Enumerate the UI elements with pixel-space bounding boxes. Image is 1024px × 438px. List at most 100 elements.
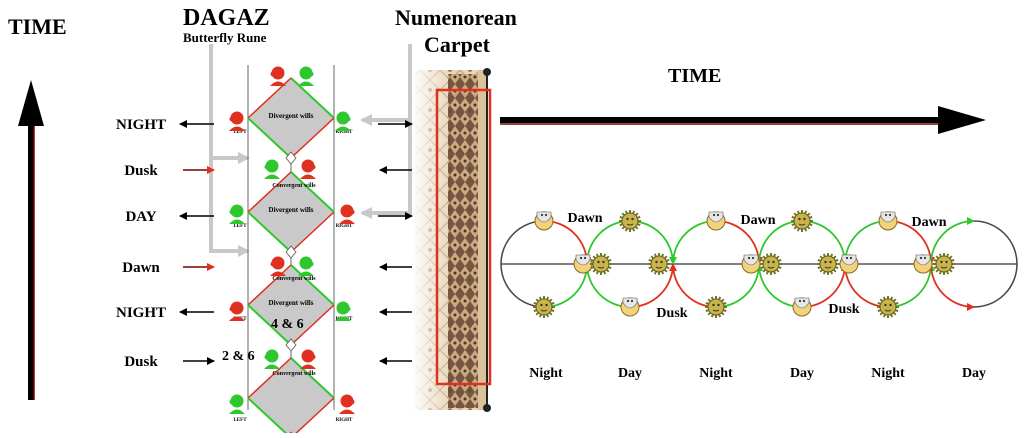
person-head-icon	[229, 301, 245, 321]
diamond-joint	[285, 151, 297, 165]
sun-icon	[877, 296, 899, 318]
sun-icon	[648, 253, 670, 275]
cycle-arc-red	[930, 263, 975, 311]
convergent-wills-label: Convergent wills	[272, 183, 316, 189]
annotation-2-and-6: 2 & 6	[222, 349, 255, 364]
sun-icon	[533, 296, 555, 318]
right-side-label: RIGHT	[336, 418, 353, 423]
person-head-icon	[300, 159, 316, 179]
diamond-edge-red	[290, 397, 335, 438]
sun-icon	[791, 210, 813, 232]
person-head-icon	[229, 394, 245, 414]
sun-icon	[590, 253, 612, 275]
sun-icon	[705, 296, 727, 318]
left-time-arrow	[18, 80, 44, 400]
carpet-title-line2: Carpet	[424, 32, 491, 57]
dawn-label: Dawn	[567, 211, 602, 226]
diamond-shape	[247, 357, 335, 438]
carpet-highlight-box	[435, 88, 492, 386]
diamond-edge-green	[290, 357, 335, 399]
sun-icon	[817, 253, 839, 275]
diamond-edge-green	[290, 171, 335, 213]
diamond-edge-red	[247, 264, 292, 306]
row-label: Dusk	[124, 354, 158, 370]
person-head-icon	[270, 256, 286, 276]
person-head-icon	[298, 256, 314, 276]
divergent-wills-label: Divergent wills	[269, 206, 314, 214]
dusk-label: Dusk	[828, 302, 859, 317]
phase-label: Day	[618, 366, 642, 381]
sun-icon	[760, 253, 782, 275]
divergent-wills-label: Divergent wills	[269, 299, 314, 307]
row-label: DAY	[125, 209, 156, 225]
moon-icon	[741, 254, 761, 274]
cycle-circle-arc	[500, 220, 545, 308]
phase-label: Day	[962, 366, 986, 381]
sun-icon	[933, 253, 955, 275]
carpet-arrows	[378, 120, 413, 365]
phase-label: Day	[790, 366, 814, 381]
cycle-arc-green	[930, 217, 975, 265]
carpet-image	[412, 68, 492, 412]
annotation-4-and-6: 4 & 6	[271, 317, 304, 332]
moon-icon	[913, 254, 933, 274]
left-time-title: TIME	[8, 14, 67, 39]
person-head-icon	[339, 394, 355, 414]
convergent-wills-label: Convergent wills	[272, 371, 316, 377]
person-head-icon	[335, 111, 351, 131]
person-head-icon	[264, 349, 280, 369]
person-head-icon	[335, 301, 351, 321]
sun-icon	[619, 210, 641, 232]
diamond-edge-green	[290, 77, 335, 119]
phase-label: Night	[529, 366, 563, 381]
row-label: NIGHT	[116, 305, 166, 321]
dusk-label: Dusk	[656, 306, 687, 321]
moon-icon	[878, 211, 898, 231]
diamond-edge-green	[247, 211, 292, 253]
convergent-wills-label: Convergent wills	[272, 276, 316, 282]
diamond-edge-red	[247, 171, 292, 213]
dagaz-subtitle: Butterfly Rune	[183, 30, 267, 45]
diamond-edge-red	[290, 304, 335, 346]
divergent-wills-label: Divergent wills	[269, 112, 314, 120]
diamond-joint	[285, 338, 297, 352]
rune-heads	[229, 66, 355, 414]
moon-icon	[839, 254, 859, 274]
moon-icon	[706, 211, 726, 231]
right-time-title: TIME	[668, 65, 721, 87]
person-head-icon	[229, 111, 245, 131]
diamond-edge-green	[247, 304, 292, 346]
diamond-edge-red	[290, 117, 335, 159]
phase-label: Night	[871, 366, 905, 381]
moon-icon	[534, 211, 554, 231]
diamond-joint	[285, 245, 297, 259]
moon-icon	[620, 297, 640, 317]
dawn-label: Dawn	[911, 215, 946, 230]
person-head-icon	[229, 204, 245, 224]
diamond-edge-red	[290, 211, 335, 253]
right-time-arrow	[500, 106, 986, 134]
right-side-label: RIGHT	[336, 224, 353, 229]
row-label: Dusk	[124, 163, 158, 179]
cycle-circle-arc	[973, 220, 1018, 308]
row-label: Dawn	[122, 260, 160, 276]
carpet-title-line1: Numenorean	[395, 5, 517, 30]
dagaz-title: DAGAZ	[183, 5, 270, 31]
person-head-icon	[264, 159, 280, 179]
left-side-label: LEFT	[233, 130, 247, 135]
moon-icon	[573, 254, 593, 274]
dawn-label: Dawn	[740, 213, 775, 228]
phase-label: Night	[699, 366, 733, 381]
person-head-icon	[298, 66, 314, 86]
moon-icon	[792, 297, 812, 317]
diamond-edge-red	[247, 357, 292, 399]
